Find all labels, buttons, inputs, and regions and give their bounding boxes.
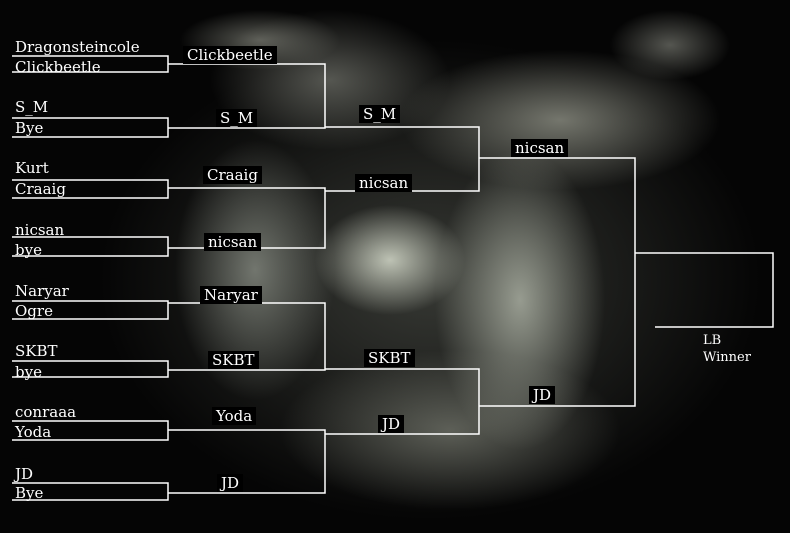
final-note-line-1: LB <box>703 333 722 348</box>
r4-winner-2: JD <box>529 386 556 404</box>
r1-match-4-bottom: bye <box>15 241 42 259</box>
r3-winner-2: nicsan <box>355 174 413 192</box>
r1-match-2-top: S_M <box>15 98 49 116</box>
r1-match-5 <box>12 300 169 320</box>
r2-winner-2: S_M <box>216 109 258 127</box>
r2-winner-5: Naryar <box>200 286 262 304</box>
r1-match-6-top: SKBT <box>15 342 58 360</box>
r2-winner-1: Clickbeetle <box>183 46 277 64</box>
r3-winner-1: S_M <box>359 105 401 123</box>
r1-match-5-top: Naryar <box>15 282 69 300</box>
r1-match-8-bottom: Bye <box>15 484 44 502</box>
r4-winner-1: nicsan <box>511 139 569 157</box>
r3-winner-3: SKBT <box>364 349 415 367</box>
r1-match-6-bottom: bye <box>15 363 42 381</box>
r1-match-3-top: Kurt <box>15 159 49 177</box>
r1-match-8 <box>12 482 169 501</box>
r2-winner-4: nicsan <box>204 233 262 251</box>
final-connector <box>635 252 774 328</box>
final-note-line-2: Winner <box>703 350 751 365</box>
r3-winner-4: JD <box>378 415 405 433</box>
r1-match-2-bottom: Bye <box>15 119 44 137</box>
r1-match-3 <box>12 179 169 199</box>
r2-connector-4 <box>168 429 326 494</box>
r1-match-1-top: Dragonsteincole <box>15 38 140 56</box>
r2-winner-8: JD <box>217 474 244 492</box>
r2-winner-7: Yoda <box>212 407 257 425</box>
r1-match-7-bottom: Yoda <box>15 423 52 441</box>
r1-match-4-top: nicsan <box>15 221 65 239</box>
r2-winner-3: Craaig <box>203 166 262 184</box>
r3-connector-2 <box>325 368 480 435</box>
r1-match-4 <box>12 236 169 257</box>
r1-match-1-bottom: Clickbeetle <box>15 58 101 76</box>
r1-match-7-top: conraaa <box>15 403 77 421</box>
r1-match-5-bottom: Ogre <box>15 302 53 320</box>
r1-match-3-bottom: Craaig <box>15 180 66 198</box>
r4-connector <box>479 157 636 407</box>
r1-match-8-top: JD <box>15 465 34 483</box>
r1-match-6 <box>12 360 169 378</box>
r2-winner-6: SKBT <box>208 351 259 369</box>
r2-connector-1 <box>168 63 326 129</box>
